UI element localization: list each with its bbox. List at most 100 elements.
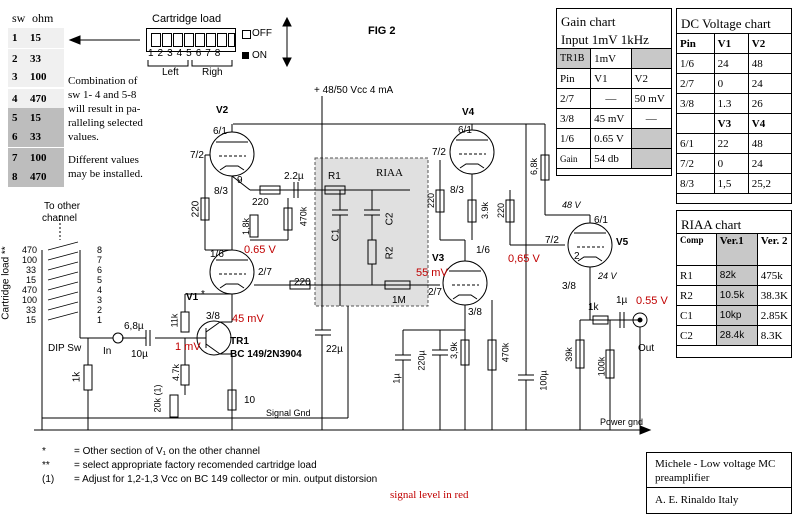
note-1-text: = Other section of V₁ on the other chann… — [74, 446, 260, 457]
voltage-48v: 48 V — [562, 200, 581, 210]
res-20k: 20k (1) — [152, 384, 163, 413]
pin-v3-27: 2/7 — [428, 287, 442, 298]
signal-v2-065: 0.65 V — [244, 244, 276, 256]
tube-v1-star: * — [201, 289, 205, 300]
on-label: ON — [252, 50, 267, 61]
pin-v2-9: 9 — [237, 175, 243, 186]
dc-chart-title: DC Voltage chart — [681, 16, 771, 31]
pin-v3-16: 1/6 — [476, 245, 490, 256]
switch-header-ohm: ohm — [32, 11, 54, 25]
on-swatch — [242, 52, 249, 59]
res-39k: 39k — [563, 347, 574, 362]
riaa-r2-label: R2 — [384, 246, 396, 260]
cap-2u2: 2.2µ — [284, 171, 304, 182]
right-label: Righ — [202, 67, 223, 78]
pin-v5-61: 6/1 — [594, 215, 608, 226]
voltage-24v: 24 V — [598, 271, 617, 281]
signal-level-note: signal level in red — [390, 489, 469, 501]
riaa-c2-label: C2 — [384, 212, 396, 226]
credit-box: Michele - Low voltage MC preamplifier A.… — [646, 452, 792, 514]
input-label: In — [103, 346, 112, 357]
res-100k: 100k — [596, 356, 607, 377]
pin-v1-16: 1/6 — [210, 249, 224, 260]
switch-note-combination: Combination of sw 1- 4 and 5-8 will resu… — [68, 75, 143, 143]
supply-voltage: + 48/50 Vcc 4 mA — [314, 85, 394, 96]
res-220-c: 220 — [294, 277, 311, 288]
cartridge-load-vertical: Cartridge load ** — [0, 246, 12, 320]
transistor-tr1-part: BC 149/2N3904 — [230, 349, 302, 360]
switch-note-different: Different values may be installed. — [68, 154, 143, 180]
note-1-symbol: * — [42, 446, 46, 457]
credit-line-2: preamplifier — [655, 472, 710, 484]
pin-v2-83: 8/3 — [214, 186, 228, 197]
left-label: Left — [162, 67, 179, 78]
res-6k8: 6,8k — [529, 157, 540, 176]
to-other-channel-1: To other — [44, 201, 81, 212]
tube-v3-label: V3 — [432, 253, 445, 264]
res-470k-b: 470k — [500, 342, 511, 363]
res-1k-out: 1k — [588, 302, 599, 313]
riaa-r1-label: R1 — [328, 171, 341, 182]
tube-v2-label: V2 — [216, 105, 229, 116]
tube-v4-label: V4 — [462, 107, 475, 118]
note-2-symbol: ** — [42, 460, 50, 471]
res-1M: 1M — [392, 295, 406, 306]
dip-switch-label: DIP Sw — [48, 343, 82, 354]
cartridge-dip-switch — [146, 28, 236, 52]
note-2-text: = select appropriate factory recomended … — [74, 460, 317, 471]
res-1k8: 1,8k — [241, 217, 252, 236]
pin-v4-83: 8/3 — [450, 185, 464, 196]
res-11k: 11k — [169, 313, 180, 328]
cartridge-digits: 1 2 3 4 5 6 7 8 — [148, 48, 221, 59]
signal-input-1mv: 1 mV — [175, 341, 201, 353]
signal-v1-45mv: 45 mV — [232, 313, 264, 325]
transistor-tr1-label: TR1 — [230, 336, 249, 347]
note-3-symbol: (1) — [42, 474, 55, 485]
cap-100u: 100µ — [538, 370, 549, 391]
cap-10u: 10µ — [131, 349, 148, 360]
tube-v1-label: V1 — [186, 292, 199, 303]
pin-v3-38: 3/8 — [468, 307, 482, 318]
gain-chart-subtitle: Input 1mV 1kHz — [561, 32, 649, 47]
gain-chart-title: Gain chart — [561, 14, 616, 29]
off-label: OFF — [252, 28, 272, 39]
riaa-c1-label: C1 — [330, 228, 342, 242]
signal-v3-55mv: 55 mV — [416, 267, 448, 279]
cap-1u-a: 1µ — [391, 373, 402, 384]
output-label: Out — [638, 343, 655, 354]
res-220-e: 220 — [496, 202, 507, 219]
switch-table: sw ohm — [8, 8, 64, 188]
switch-header-sw: sw — [12, 11, 26, 25]
pin-v4-61: 6/1 — [458, 125, 472, 136]
res-220-a: 220 — [190, 200, 202, 218]
riaa-chart-title: RIAA chart — [681, 217, 742, 232]
res-220-b: 220 — [252, 197, 269, 208]
pin-v1-38: 3/8 — [206, 311, 220, 322]
to-other-channel-2: channel — [42, 213, 78, 224]
note-3-text: = Adjust for 1,2-1,3 Vcc on BC 149 colle… — [74, 474, 378, 485]
res-4k7: 4.7k — [171, 363, 182, 382]
credit-line-1: Michele - Low voltage MC — [655, 458, 776, 470]
signal-gnd-label: Signal Gnd — [266, 408, 311, 418]
res-470k: 470k — [298, 206, 309, 227]
res-220-d: 220 — [426, 192, 437, 209]
credit-line-3: A. E. Rinaldo Italy — [655, 494, 739, 506]
cap-1u-b: 1µ — [616, 295, 628, 306]
cap-22u: 22µ — [326, 344, 343, 355]
res-1k-input: 1k — [71, 371, 83, 383]
res-3k9-b: 3,9k — [449, 341, 460, 360]
pin-v2-61: 6/1 — [213, 126, 227, 137]
riaa-box-label: RIAA — [376, 167, 403, 179]
signal-out-055: 0.55 V — [636, 295, 668, 307]
cap-220u: 220µ — [416, 350, 427, 371]
